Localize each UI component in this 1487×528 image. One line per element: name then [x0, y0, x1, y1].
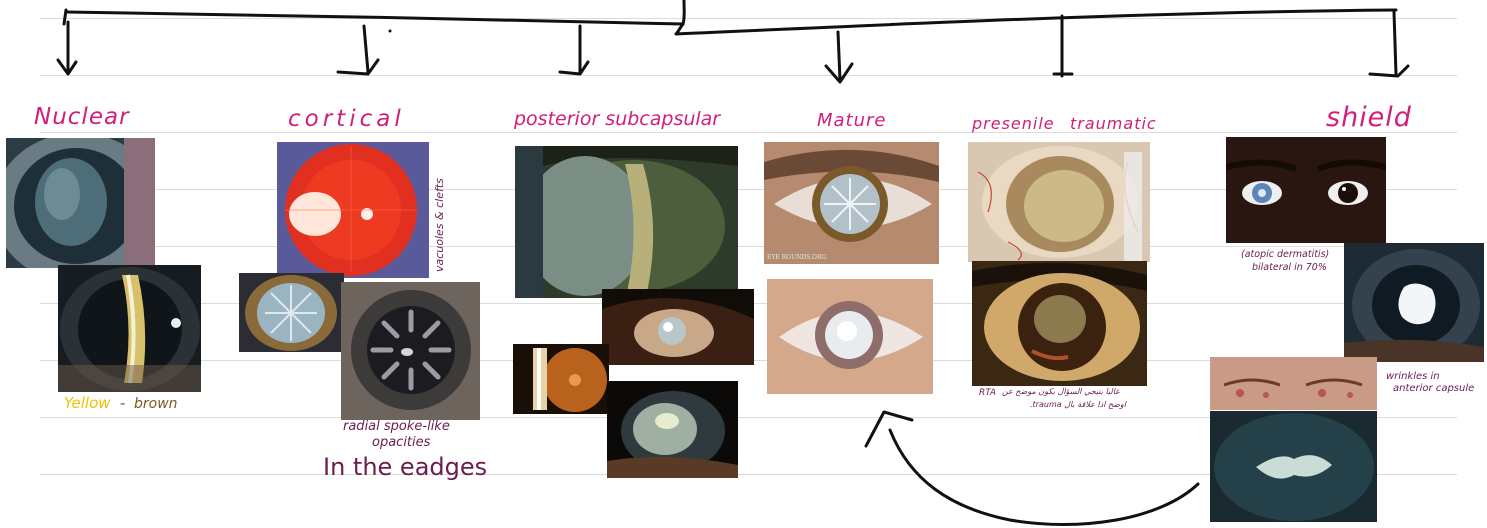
note-traumatic-arabic-1: غالبا بتيجي السؤال بكون موضح عن: [1002, 388, 1119, 396]
photo-nuclear-1: [6, 138, 155, 268]
note-cortical-edges: In the eadges: [323, 455, 487, 479]
note-nuclear-yellow: Yellow: [64, 396, 111, 411]
note-cortical-vacuoles: vacuoles & clefts: [434, 178, 445, 272]
heading-presenile: presenile: [972, 116, 1055, 132]
photo-shield-lids: [1210, 357, 1377, 410]
note-shield-wrinkles-2: anterior capsule: [1393, 384, 1474, 394]
watermark-mature-site: EYE ROUNDS.ORG: [767, 255, 826, 261]
photo-psc-3: [513, 344, 609, 414]
photo-cortical-spokes: [341, 282, 480, 420]
photo-mature-2: [767, 279, 933, 394]
note-shield-wrinkles-1: wrinkles in: [1386, 372, 1440, 382]
photo-presenile: [968, 142, 1150, 262]
ruled-line: [40, 246, 1457, 247]
photo-psc-4: [607, 381, 738, 478]
ruled-line: [40, 132, 1457, 133]
photo-shield-face: [1226, 137, 1386, 243]
photo-cortical-red-reflex: [277, 142, 429, 278]
photo-mature-1: EYE ROUNDS.ORG: [764, 142, 939, 264]
photo-nuclear-2: [58, 265, 201, 392]
note-shield-atopic-2: bilateral in 70%: [1252, 263, 1327, 273]
photo-traumatic: [972, 261, 1147, 386]
note-nuclear-dash: -: [120, 396, 125, 411]
note-nuclear-brown: brown: [134, 397, 178, 411]
note-traumatic-rta: RTA: [979, 389, 996, 398]
heading-nuclear: Nuclear: [34, 106, 130, 129]
heading-shield: shield: [1326, 104, 1412, 131]
note-shield-atopic-1: (atopic dermatitis): [1241, 250, 1329, 260]
heading-posterior-subcapsular: posterior subcapsular: [514, 110, 720, 129]
photo-cortical-2: [239, 273, 344, 352]
heading-traumatic: traumatic: [1070, 116, 1157, 132]
photo-psc-2: [602, 289, 754, 365]
ruled-line: [40, 18, 1457, 19]
heading-cortical: cortical: [288, 108, 405, 131]
photo-shield-plaque: [1210, 411, 1377, 522]
photo-psc-1: [515, 146, 738, 298]
note-cortical-spoke-1: radial spoke-like: [343, 420, 450, 433]
ruled-line: [40, 75, 1457, 76]
photo-shield-2: [1344, 243, 1484, 362]
note-traumatic-arabic-2: اوضح اذا علاقة بال trauma.: [1030, 401, 1126, 409]
note-cortical-spoke-2: opacities: [372, 436, 430, 449]
heading-mature: Mature: [817, 112, 887, 130]
